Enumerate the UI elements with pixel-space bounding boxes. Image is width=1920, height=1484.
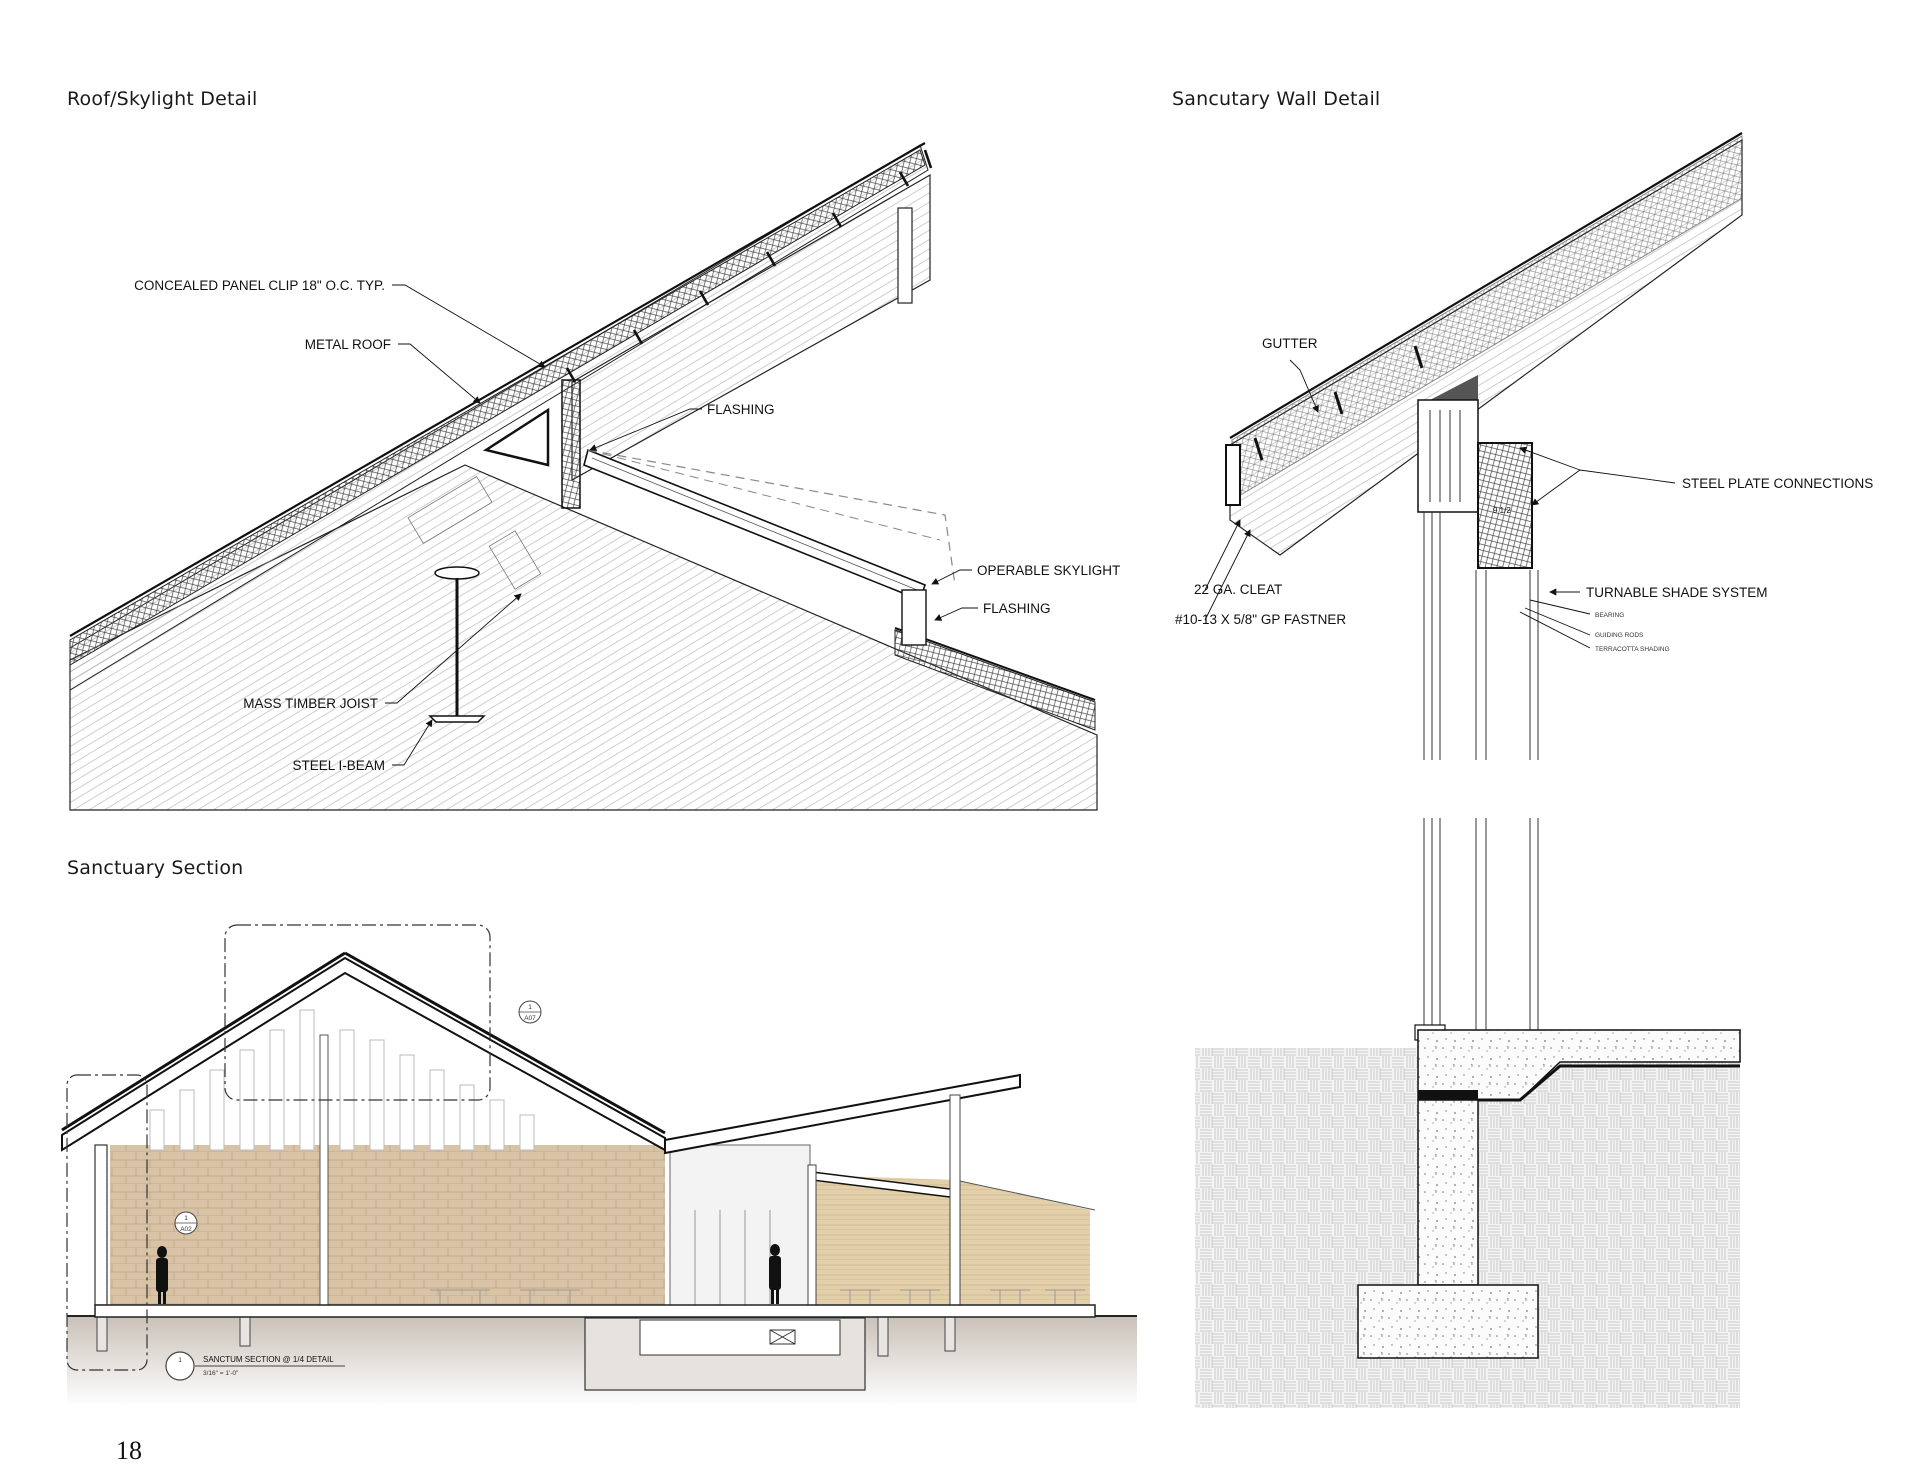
svg-text:A02: A02 bbox=[180, 1226, 192, 1233]
detail-tag-roof: 1 A07 bbox=[518, 1000, 542, 1024]
detail-tag-wall: 1 A02 bbox=[174, 1211, 198, 1235]
callout-cleat: 22 GA. CLEAT bbox=[1194, 582, 1282, 597]
gutter-profile bbox=[1225, 444, 1241, 506]
section-scale: 3/16" = 1'-0" bbox=[203, 1370, 239, 1377]
clerestory-fins bbox=[149, 1009, 535, 1151]
roof-skylight-detail: CONCEALED PANEL CLIP 18" O.C. TYP. METAL… bbox=[69, 142, 1120, 811]
callout-metal-roof: METAL ROOF bbox=[305, 337, 391, 352]
center-column bbox=[319, 1034, 329, 1306]
steel-i-beam-drawing bbox=[428, 566, 486, 723]
roof-insulation-layer bbox=[69, 149, 926, 666]
human-figures bbox=[156, 1244, 781, 1304]
metal-roof-line bbox=[69, 142, 926, 637]
foundation-detail bbox=[1195, 818, 1741, 1408]
roof-joist-body bbox=[69, 464, 1098, 811]
section-label: SANCTUM SECTION @ 1/4 DETAIL bbox=[203, 1355, 334, 1364]
seating bbox=[430, 1289, 1085, 1304]
callout-panel-clip: CONCEALED PANEL CLIP 18" O.C. TYP. bbox=[134, 278, 385, 293]
floor-slab-section bbox=[94, 1304, 1096, 1318]
section-title: Sanctuary Section bbox=[67, 857, 244, 879]
callout-turnable-shade: TURNABLE SHADE SYSTEM bbox=[1586, 585, 1768, 600]
callout-steel-i-beam: STEEL I-BEAM bbox=[292, 758, 385, 773]
section-title-tag: 1 SANCTUM SECTION @ 1/4 DETAIL 3/16" = 1… bbox=[165, 1351, 345, 1381]
skylight-open-position bbox=[587, 449, 956, 586]
callout-steel-plate-connections: STEEL PLATE CONNECTIONS bbox=[1682, 476, 1873, 491]
wall-detail-title: Sancutary Wall Detail bbox=[1172, 88, 1381, 110]
atrium-glazing bbox=[669, 1144, 811, 1306]
stem-wall bbox=[1417, 1099, 1479, 1286]
wall-mullions bbox=[1423, 512, 1539, 760]
callout-guiding-rods: GUIDING RODS bbox=[1595, 632, 1644, 639]
sanctuary-section: 1 A07 1 A02 1 SANCTUM SECTION @ 1/4 DETA… bbox=[61, 924, 1137, 1406]
detail-callout-box-wall bbox=[66, 1074, 148, 1371]
annex-roof bbox=[664, 1073, 1021, 1155]
callout-bearing: BEARING bbox=[1595, 612, 1624, 619]
svg-text:1: 1 bbox=[178, 1357, 182, 1364]
callout-operable-skylight: OPERABLE SKYLIGHT bbox=[977, 563, 1120, 578]
timber-connector-dots bbox=[407, 475, 542, 590]
footing bbox=[1357, 1284, 1539, 1359]
dimension-label: 9 1/2 bbox=[1493, 506, 1511, 515]
svg-text:A07: A07 bbox=[524, 1015, 536, 1022]
sanctuary-stone-wall bbox=[110, 1145, 665, 1305]
svg-text:1: 1 bbox=[184, 1215, 188, 1222]
callout-fastener: #10-13 X 5/8" GP FASTNER bbox=[1175, 612, 1346, 627]
fascia-post bbox=[897, 207, 913, 304]
detail-callout-box-roof bbox=[224, 924, 491, 1101]
wall-head-block bbox=[1417, 399, 1479, 513]
callout-mass-timber-joist: MASS TIMBER JOIST bbox=[243, 696, 378, 711]
callout-gutter: GUTTER bbox=[1262, 336, 1318, 351]
callout-flashing-top: FLASHING bbox=[707, 402, 775, 417]
turnable-shade-system bbox=[1477, 442, 1533, 569]
callout-flashing-bottom: FLASHING bbox=[983, 601, 1051, 616]
panel-clips bbox=[565, 149, 933, 383]
svg-text:1: 1 bbox=[528, 1004, 532, 1011]
page-number: 18 bbox=[116, 1436, 142, 1465]
callout-terracotta-shading: TERRACOTTA SHADING bbox=[1595, 646, 1670, 653]
roof-detail-title: Roof/Skylight Detail bbox=[67, 88, 258, 110]
triangle-void bbox=[482, 407, 550, 467]
sanctuary-wall-detail: 9 1/2 GUTTER STEEL PLATE CONNECTIONS TUR… bbox=[1175, 132, 1873, 760]
